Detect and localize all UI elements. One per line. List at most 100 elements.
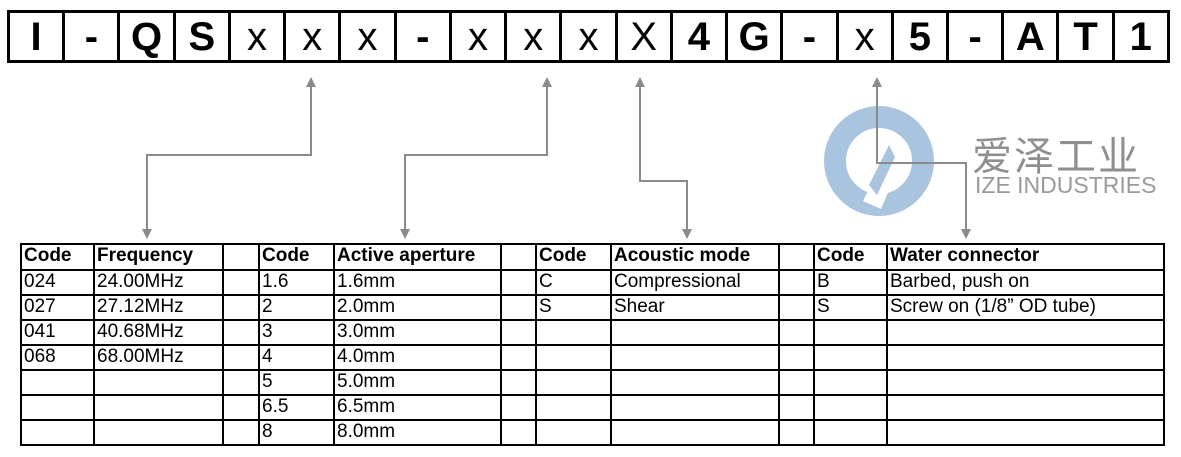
code-character-box: 5 bbox=[894, 13, 949, 60]
code-character-box: G bbox=[728, 13, 784, 60]
table-cell: 2 bbox=[258, 294, 335, 321]
column-header: Code bbox=[258, 243, 335, 271]
code-character-box: x bbox=[839, 13, 894, 60]
code-character-box: A bbox=[1004, 13, 1060, 60]
table-cell: 8 bbox=[258, 419, 335, 446]
table-cell bbox=[535, 319, 612, 346]
table-cell bbox=[222, 419, 260, 446]
table-cell: S bbox=[813, 294, 888, 321]
code-character-box: I bbox=[10, 13, 66, 60]
table-cell bbox=[500, 394, 537, 421]
table-cell: S bbox=[535, 294, 612, 321]
table-cell: 8.0mm bbox=[333, 419, 502, 446]
table-cell bbox=[813, 419, 888, 446]
code-character-box: x bbox=[341, 13, 397, 60]
table-cell bbox=[20, 419, 95, 446]
table-cell: Screw on (1/8” OD tube) bbox=[886, 294, 1165, 321]
table-cell: 3 bbox=[258, 319, 335, 346]
table-cell bbox=[93, 369, 224, 396]
table-cell: 041 bbox=[20, 319, 95, 346]
table-cell: B bbox=[813, 269, 888, 296]
code-character-box: - bbox=[65, 13, 121, 60]
table-cell bbox=[500, 319, 537, 346]
watermark-en: IZE INDUSTRIES bbox=[975, 172, 1157, 198]
table-cell bbox=[222, 394, 260, 421]
table-cell: 5.0mm bbox=[333, 369, 502, 396]
table-cell bbox=[813, 394, 888, 421]
table-cell bbox=[610, 419, 780, 446]
column-header: Code bbox=[813, 243, 888, 271]
column-header: Water connector bbox=[886, 243, 1165, 271]
arrow-acoustic-mode bbox=[635, 77, 692, 239]
table-cell bbox=[778, 269, 815, 296]
table-cell: 40.68MHz bbox=[93, 319, 224, 346]
table-cell: 2.0mm bbox=[333, 294, 502, 321]
table-cell bbox=[778, 294, 815, 321]
code-character-box: 1 bbox=[1129, 14, 1152, 59]
table-cell bbox=[222, 269, 260, 296]
table-cell: 1.6mm bbox=[333, 269, 502, 296]
table-cell bbox=[886, 394, 1165, 421]
code-character-box: - bbox=[783, 13, 839, 60]
column-header: Active aperture bbox=[333, 243, 502, 271]
table-cell bbox=[886, 369, 1165, 396]
table-cell bbox=[813, 369, 888, 396]
table-cell bbox=[778, 344, 815, 371]
table-cell bbox=[222, 319, 260, 346]
table-cell bbox=[535, 394, 612, 421]
code-character-box: - bbox=[949, 13, 1005, 60]
table-cell: 1.6 bbox=[258, 269, 335, 296]
table-cell: 5 bbox=[258, 369, 335, 396]
code-character-box: - bbox=[397, 13, 452, 60]
code-character-box: Q bbox=[120, 13, 176, 60]
code-character-box: 4 bbox=[673, 13, 729, 60]
table-cell bbox=[886, 344, 1165, 371]
table-cell bbox=[222, 294, 260, 321]
table-cell: 024 bbox=[20, 269, 95, 296]
table-cell bbox=[222, 344, 260, 371]
watermark-cn: 爱泽工业 bbox=[972, 135, 1140, 179]
table-cell: 4.0mm bbox=[333, 344, 502, 371]
table-cell bbox=[610, 344, 780, 371]
table-cell: C bbox=[535, 269, 612, 296]
table-cell: 6.5mm bbox=[333, 394, 502, 421]
table-cell bbox=[778, 394, 815, 421]
table-cell: 068 bbox=[20, 344, 95, 371]
code-character-box: x bbox=[286, 13, 342, 60]
table-cell bbox=[93, 419, 224, 446]
table-cell: 27.12MHz bbox=[93, 294, 224, 321]
table-cell: Shear bbox=[610, 294, 780, 321]
column-header: Code bbox=[535, 243, 612, 271]
table-cell bbox=[778, 319, 815, 346]
column-header bbox=[500, 243, 537, 271]
table-cell: 6.5 bbox=[258, 394, 335, 421]
code-character-box: S bbox=[176, 13, 231, 60]
code-character-box: X bbox=[618, 13, 673, 60]
column-header bbox=[222, 243, 260, 271]
table-cell bbox=[500, 344, 537, 371]
code-character-box: x bbox=[507, 13, 563, 60]
code-character-box: T bbox=[1059, 13, 1115, 60]
table-cell bbox=[535, 419, 612, 446]
code-character-box: x bbox=[562, 13, 618, 60]
table-cell bbox=[500, 369, 537, 396]
table-cell bbox=[813, 319, 888, 346]
table-cell bbox=[500, 294, 537, 321]
table-cell: 24.00MHz bbox=[93, 269, 224, 296]
code-character-box: x bbox=[231, 13, 287, 60]
table-cell: 68.00MHz bbox=[93, 344, 224, 371]
table-cell bbox=[222, 369, 260, 396]
arrow-water-connector bbox=[872, 77, 971, 239]
table-cell: 027 bbox=[20, 294, 95, 321]
table-cell: 4 bbox=[258, 344, 335, 371]
